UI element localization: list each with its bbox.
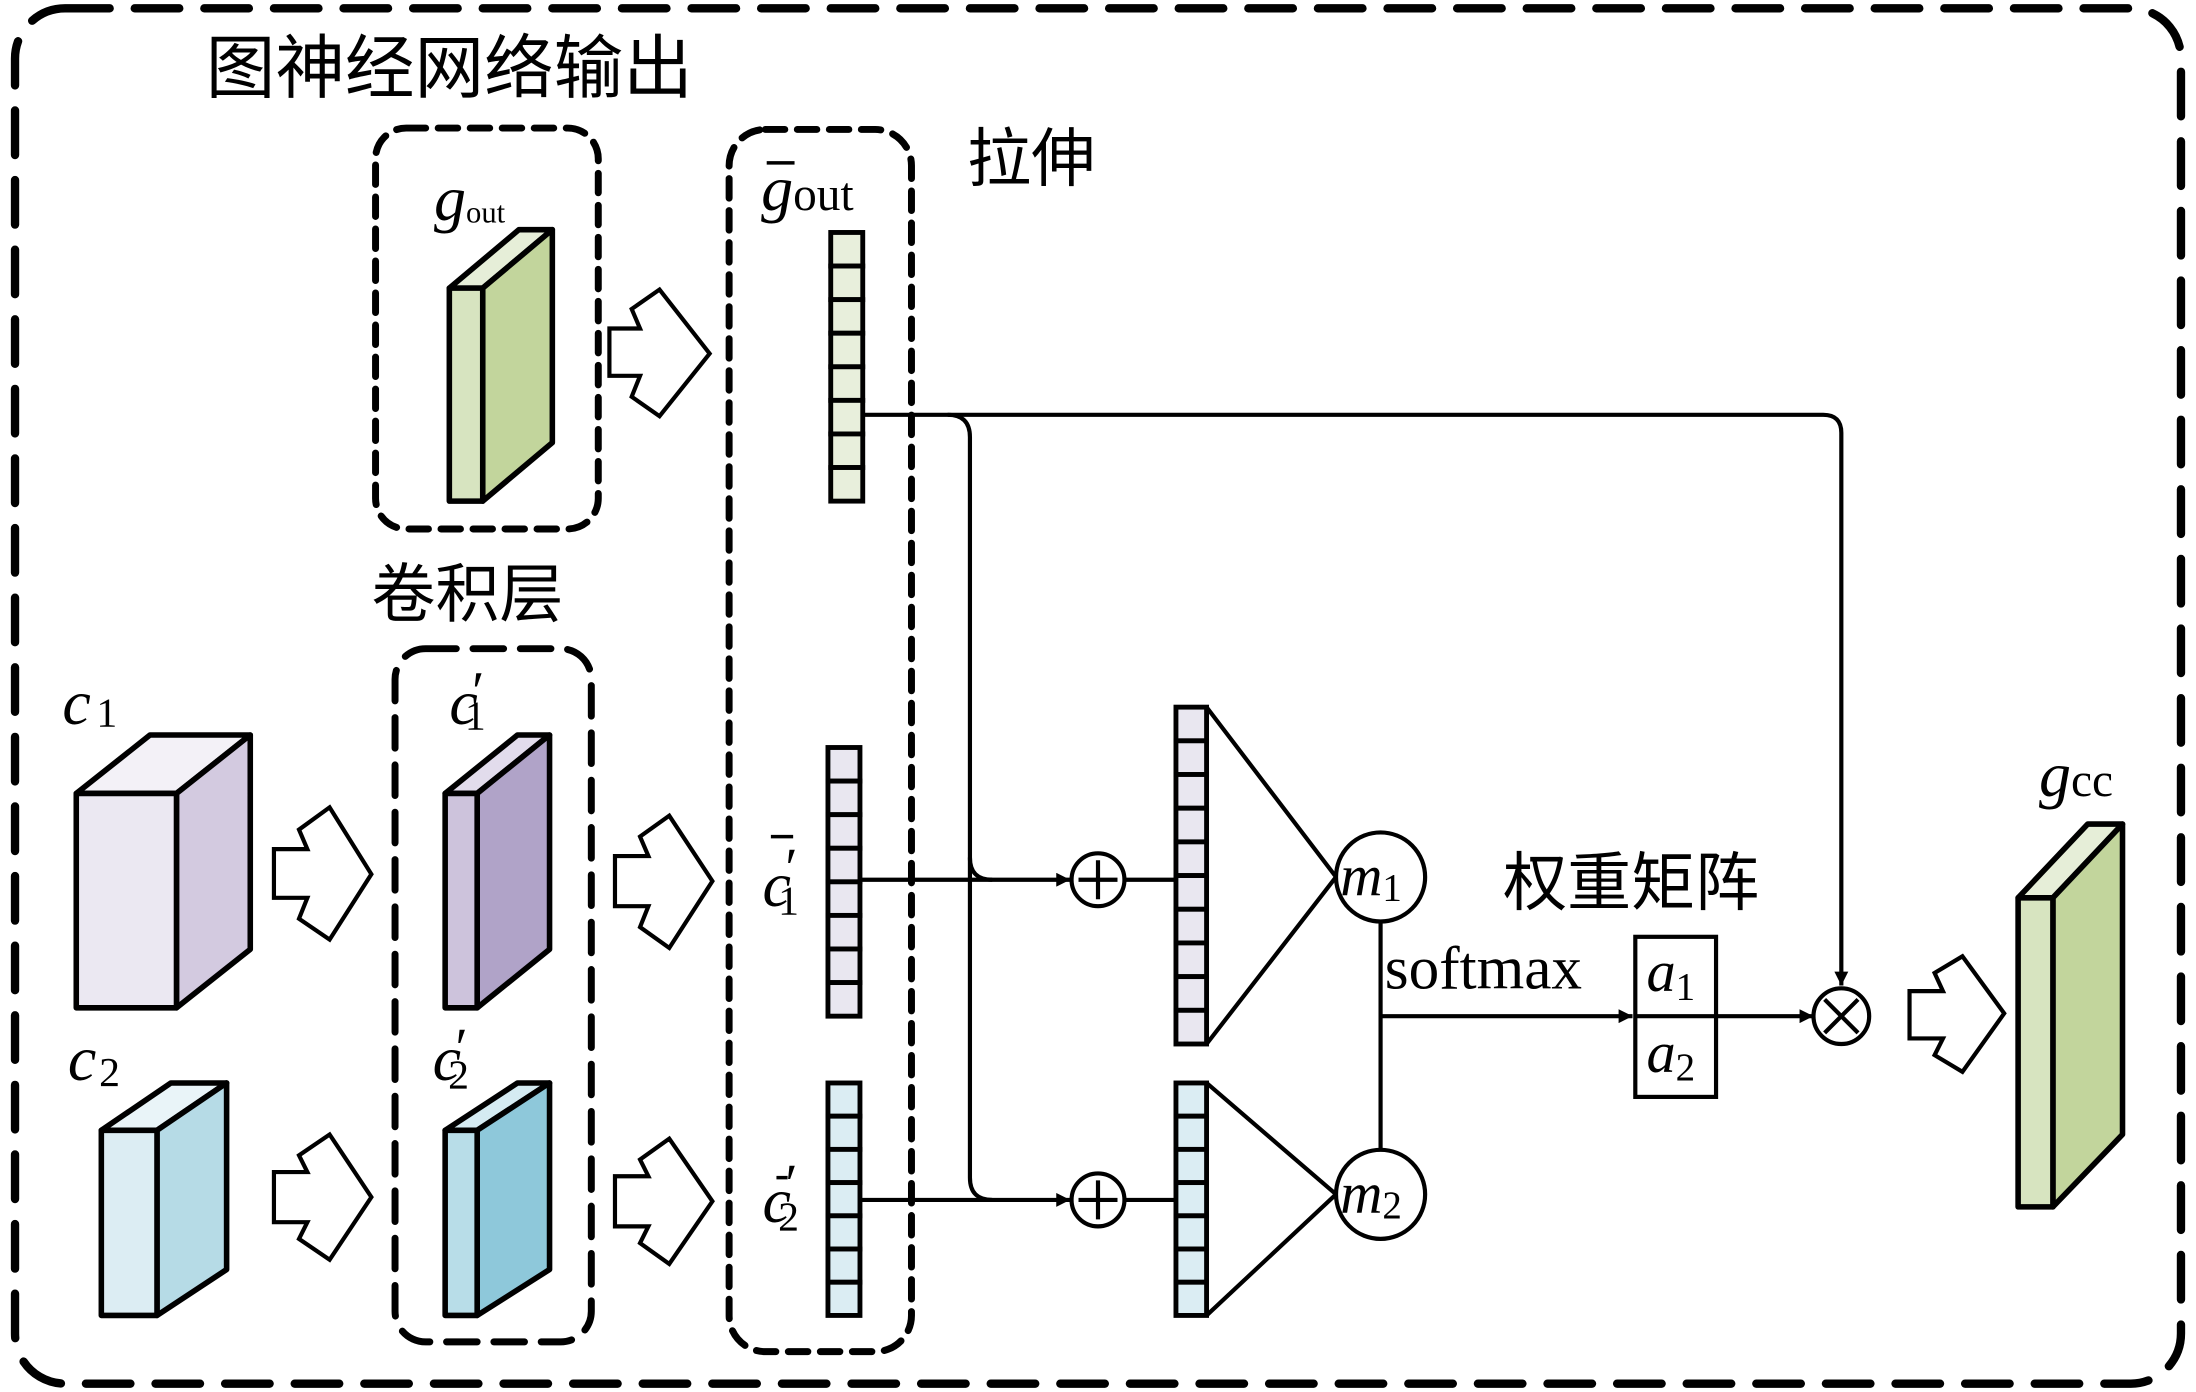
- vector-cell: [828, 230, 866, 269]
- vector-cell: [825, 812, 863, 851]
- arrow-c2-to-conv: [271, 1131, 374, 1263]
- vector-cell: [1173, 1246, 1210, 1285]
- vector-cell: [825, 1279, 863, 1318]
- c2-front-face: [98, 1127, 160, 1319]
- fc-l2-to-m2: [1205, 1081, 1340, 1317]
- svg-text:gout: gout: [761, 153, 853, 224]
- vector-cell: [1173, 1146, 1210, 1186]
- outer-frame: [10, 4, 2186, 1388]
- vector-cell: [1173, 1180, 1210, 1219]
- vector-cell: [828, 263, 866, 303]
- c2-feature-map: [98, 1080, 230, 1319]
- gout-bar-label: gout: [761, 153, 853, 224]
- vector-cell: [1173, 1080, 1210, 1119]
- gout-feature-map: [446, 226, 556, 504]
- multiply-node: [1811, 986, 1872, 1047]
- gcc-feature-map: [2015, 821, 2126, 1210]
- gout-label: gout: [434, 163, 506, 234]
- vector-cell: [1173, 1113, 1210, 1152]
- vector-cell: [1173, 906, 1210, 946]
- add-node-2: [1069, 1171, 1127, 1229]
- c2-prime-bar-vector: [825, 1080, 863, 1318]
- l1-vector: [1173, 704, 1210, 1047]
- vector-cell: [1173, 738, 1210, 777]
- vector-cell: [1173, 805, 1210, 845]
- add-node-1: [1069, 851, 1127, 909]
- vector-cell: [825, 1213, 863, 1252]
- arrow-c1-to-conv: [271, 804, 374, 943]
- vector-cell: [825, 778, 863, 818]
- vector-cell: [825, 879, 863, 918]
- stretch-label: 拉伸: [967, 123, 1095, 197]
- c1-feature-map: [73, 732, 254, 1011]
- vector-cell: [825, 1180, 863, 1219]
- c2-prime-bar-label: c′2: [763, 1154, 799, 1241]
- c1-prime-label: c′1: [449, 661, 485, 739]
- l2-vector: [1173, 1080, 1210, 1318]
- gout-bar-vector: [828, 230, 866, 504]
- c2-prime-feature-map: [442, 1080, 553, 1319]
- vector-cell: [1173, 772, 1210, 811]
- c1prime-front-face: [442, 790, 480, 1011]
- arrow-result-to-gcc: [1907, 953, 2007, 1075]
- vector-cell: [1173, 1007, 1210, 1047]
- connector-gout-branch-up: [967, 857, 993, 882]
- svg-text:c′1: c′1: [763, 838, 799, 925]
- vector-cell: [828, 297, 866, 336]
- c2-prime-label: c′2: [433, 1017, 469, 1098]
- connector-gout-branch-down: [947, 412, 993, 1202]
- gout-front-face: [446, 285, 486, 504]
- vector-cell: [825, 1146, 863, 1186]
- gcc-front-face: [2015, 895, 2056, 1210]
- c1-front-face: [73, 790, 180, 1011]
- vector-cell: [825, 1113, 863, 1152]
- vector-cell: [1173, 873, 1210, 912]
- softmax-label: softmax: [1385, 934, 1582, 1002]
- fc-l1-to-m1: [1204, 705, 1339, 1046]
- conv-group-frame: [391, 645, 595, 1346]
- arrow-c1prime-to-vector: [612, 812, 715, 951]
- a1-label: a1: [1646, 939, 1695, 1008]
- vector-cell: [828, 465, 866, 504]
- weight-matrix-label: 权重矩阵: [1503, 847, 1759, 921]
- connector-gout-to-multiply: [862, 412, 1849, 986]
- vector-cell: [825, 1246, 863, 1285]
- c1-prime-bar-vector: [825, 745, 863, 1019]
- vector-cell: [825, 845, 863, 885]
- m1-label: m1: [1340, 843, 1402, 910]
- vector-cell: [1173, 839, 1210, 879]
- vector-cell: [1173, 940, 1210, 980]
- title-label: 图神经网络输出: [206, 28, 693, 109]
- vector-cell: [825, 980, 863, 1019]
- a2-label: a2: [1646, 1020, 1695, 1089]
- vector-cell: [1173, 704, 1210, 744]
- conv-layer-label: 卷积层: [371, 559, 563, 633]
- arrow-c2prime-to-vector: [612, 1135, 715, 1267]
- vector-cell: [1173, 1213, 1210, 1252]
- gout-group-frame: [372, 124, 602, 533]
- c2-label: c2: [68, 1023, 120, 1096]
- vector-cell: [828, 364, 866, 403]
- c2prime-front-face: [442, 1127, 480, 1319]
- vector-cell: [825, 745, 863, 784]
- stretch-group-frame: [725, 125, 915, 1356]
- vector-cell: [828, 330, 866, 370]
- svg-text:c′2: c′2: [763, 1154, 799, 1241]
- vector-cell: [828, 431, 866, 470]
- m2-label: m2: [1340, 1160, 1402, 1227]
- gcc-label: gcc: [2039, 739, 2113, 810]
- c1-prime-feature-map: [442, 732, 553, 1011]
- vector-cell: [1173, 974, 1210, 1013]
- c1-prime-bar-label: c′1: [763, 834, 799, 925]
- vector-cell: [825, 1080, 863, 1119]
- vector-cell: [825, 912, 863, 952]
- vector-cell: [1173, 1279, 1210, 1318]
- vector-cell: [825, 946, 863, 986]
- vector-cell: [828, 397, 866, 437]
- arrow-gout-to-vector: [607, 286, 713, 420]
